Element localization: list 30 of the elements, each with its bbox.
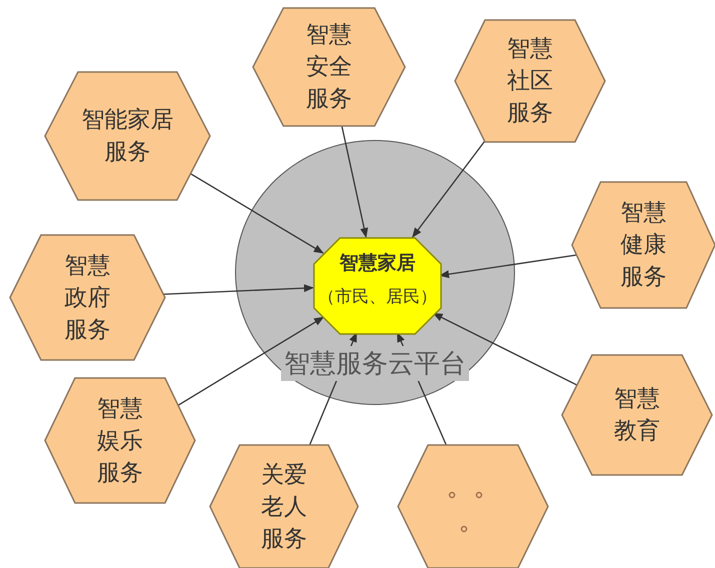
service-hexagon [45, 72, 210, 200]
service-label: 智慧安全服务 [305, 21, 353, 114]
center-subtitle: （市民、居民） [317, 286, 438, 308]
service-hexagon [210, 445, 358, 568]
service-hexagon [45, 378, 195, 503]
service-hexagon [398, 445, 548, 568]
arrow [432, 312, 578, 386]
service-hexagon [572, 182, 715, 308]
service-hexagon [253, 8, 405, 126]
arrow [163, 284, 314, 295]
center-title: 智慧家居 [338, 252, 416, 274]
service-label: 智能家居服务 [80, 106, 174, 167]
service-hexagon [562, 355, 712, 475]
arrow [341, 126, 368, 238]
service-label: 智慧教育 [613, 385, 661, 446]
service-label: 智慧健康服务 [620, 199, 668, 292]
arrow [439, 254, 577, 278]
arrow [190, 173, 324, 254]
service-hexagon [10, 235, 165, 360]
service-label: 智慧政府服务 [64, 252, 112, 344]
arrow [309, 332, 358, 446]
center-octagon [314, 238, 441, 334]
arrow [396, 332, 447, 446]
service-hexagon [455, 20, 605, 142]
platform-label: 智慧服务云平台 [281, 346, 469, 381]
service-label: 智慧娱乐服务 [96, 394, 144, 488]
arrow [178, 316, 324, 406]
arrow [412, 140, 486, 238]
service-label: 关爱老人服务 [260, 460, 308, 554]
service-label: 智慧社区服务 [506, 35, 554, 128]
